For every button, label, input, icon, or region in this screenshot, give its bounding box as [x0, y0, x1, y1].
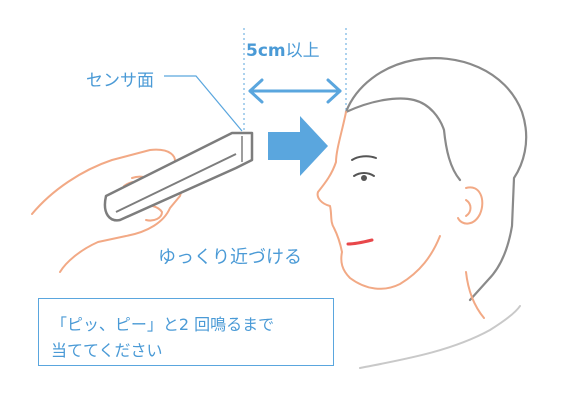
eye [353, 172, 375, 177]
sensor-leader-line [164, 75, 243, 132]
ear [465, 199, 472, 217]
instruction-line-1: 「ピッ、ピー」と2 回鳴るまで [51, 315, 275, 334]
face-outline [316, 111, 485, 319]
instruction-box: 「ピッ、ピー」と2 回鳴るまで 当ててください [38, 298, 334, 366]
thermometer-device [103, 131, 254, 222]
approach-slowly-label: ゆっくり近づける [158, 247, 302, 268]
person [316, 57, 528, 369]
eyebrow [351, 155, 377, 161]
collar [359, 305, 521, 369]
distance-value: 5cm [246, 41, 286, 61]
approach-arrow [268, 116, 328, 176]
sensor-surface-label: センサ面 [86, 71, 154, 91]
pupil [361, 175, 367, 181]
distance-label: 5cm以上 [246, 36, 320, 61]
distance-arrow [248, 78, 342, 104]
hair [344, 57, 528, 302]
mouth [346, 238, 374, 246]
distance-suffix: 以上 [285, 41, 320, 61]
instruction-line-2: 当ててください [51, 341, 163, 360]
